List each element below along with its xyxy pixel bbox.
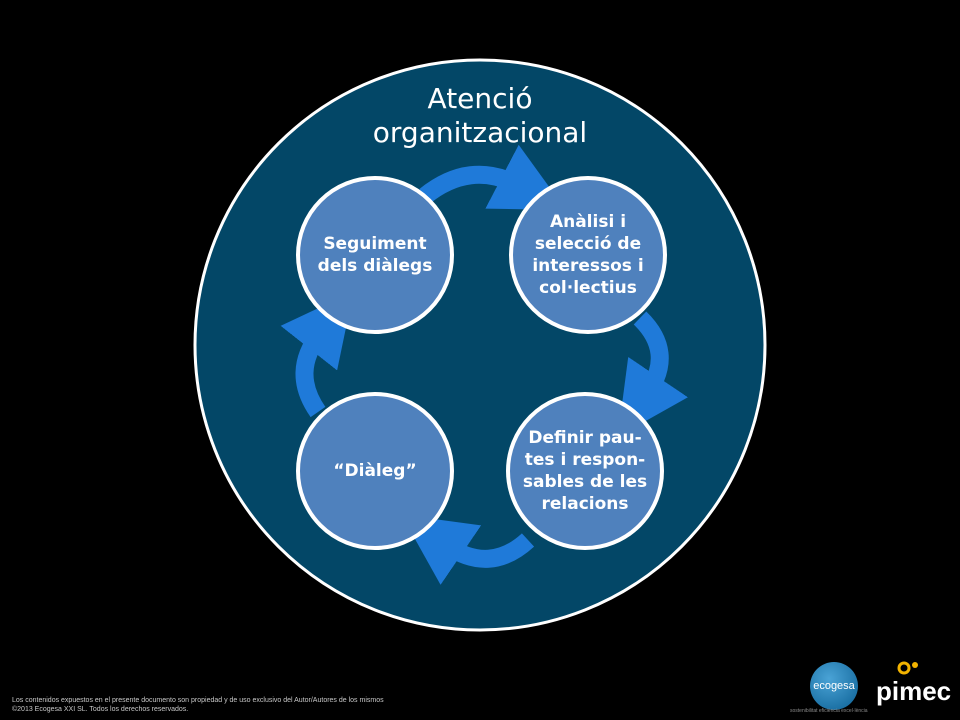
node-seguiment xyxy=(296,176,454,334)
arrow-left xyxy=(280,291,354,418)
pimec-mark-icon xyxy=(897,661,911,675)
node-label-seguiment: Seguiment dels diàlegs xyxy=(317,234,433,276)
node-analisi xyxy=(509,176,667,334)
arrow-bottom xyxy=(401,514,535,585)
copyright-footer: Los contenidos expuestos en el presente … xyxy=(12,696,492,714)
arrow-right xyxy=(617,311,688,437)
node-definir xyxy=(506,392,664,550)
pimec-logo: pimec xyxy=(876,676,952,706)
logo-tagline: sostenibilitat eficiència excel·lència xyxy=(790,708,868,714)
node-label-analisi: Anàlisi i selecció de interessos i col·l… xyxy=(532,212,644,298)
pimec-dot-icon xyxy=(912,662,918,668)
node-label-dialeg: “Diàleg” xyxy=(333,461,417,481)
outer-circle-label: Atenció organitzacional xyxy=(372,82,588,149)
footer-line-2: ©2013 Ecogesa XXI SL. Todos los derechos… xyxy=(12,706,189,713)
footer-line-1: Los contenidos expuestos en el presente … xyxy=(12,697,384,704)
ecogesa-logo: ecogesa xyxy=(810,662,858,710)
node-label-definir: Definir pau- tes i respon- sables de les… xyxy=(522,428,648,514)
node-dialeg xyxy=(296,392,454,550)
arrow-top xyxy=(419,144,566,210)
